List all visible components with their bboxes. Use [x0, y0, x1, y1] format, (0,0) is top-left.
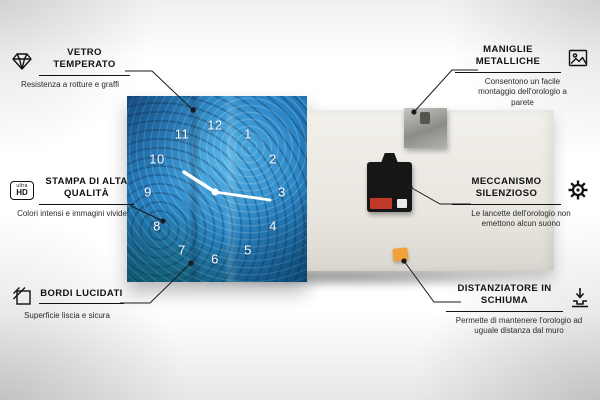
down-arrow-spacer-icon [568, 286, 592, 308]
mechanism-label [397, 199, 407, 208]
gear-icon [566, 179, 590, 201]
ultra-hd-icon: ultra HD [10, 180, 34, 200]
picture-frame-icon [566, 47, 590, 69]
callout-tempered-glass: VETRO TEMPERATO Resistenza a rotture e g… [10, 47, 130, 90]
clock-number: 12 [207, 117, 223, 133]
clock-number: 8 [153, 218, 161, 234]
battery [370, 198, 392, 209]
callout-title: VETRO TEMPERATO [39, 47, 130, 76]
callout-title: DISTANZIATORE IN SCHIUMA [446, 283, 563, 312]
callout-subtitle: Colori intensi e immagini vivide [17, 208, 127, 218]
callout-title: MECCANISMO SILENZIOSO [452, 176, 561, 205]
callout-polished-edges: BORDI LUCIDATI Superficie liscia e sicur… [10, 285, 124, 322]
clock-front-face: 12 1 2 3 4 5 6 7 8 9 10 11 [127, 96, 307, 282]
clock-number: 9 [144, 184, 152, 200]
callout-subtitle: Consentono un facile montaggio dell'orol… [478, 76, 567, 108]
clock-number: 7 [178, 242, 186, 258]
clock-hands [182, 170, 272, 202]
callout-subtitle: Resistenza a rotture e graffi [20, 79, 120, 89]
clock-mechanism [367, 153, 412, 212]
clock-number: 4 [269, 218, 277, 234]
mechanism-hook [381, 153, 398, 163]
clock-number: 10 [149, 151, 165, 167]
callout-title: BORDI LUCIDATI [39, 288, 124, 305]
callout-subtitle: Le lancette dell'orologio non emettono a… [471, 208, 571, 229]
callout-silent-mechanism: MECCANISMO SILENZIOSO Le lancette dell'o… [452, 176, 590, 230]
callout-title: STAMPA DI ALTA QUALITÀ [39, 176, 134, 205]
metal-hanger-plate [404, 108, 447, 148]
callout-metal-handles: MANIGLIE METALLICHE Consentono un facile… [455, 44, 590, 109]
callout-subtitle: Superficie liscia e sicura [24, 311, 110, 320]
clock-number: 11 [174, 126, 190, 142]
callout-foam-spacer: DISTANZIATORE IN SCHIUMA Permette di man… [446, 283, 592, 337]
clock-number: 1 [244, 126, 252, 142]
polished-edges-icon [10, 285, 34, 307]
diamond-icon [10, 50, 34, 72]
foam-spacer [392, 247, 409, 262]
clock-number: 6 [211, 251, 219, 267]
callout-title: MANIGLIE METALLICHE [455, 44, 561, 73]
clock-number: 5 [244, 242, 252, 258]
clock-number: 2 [269, 151, 277, 167]
clock-number: 3 [278, 184, 286, 200]
callout-subtitle: Permette di mantenere l'orologio ad ugua… [455, 315, 583, 336]
callout-print-quality: ultra HD STAMPA DI ALTA QUALITÀ Colori i… [10, 176, 134, 219]
